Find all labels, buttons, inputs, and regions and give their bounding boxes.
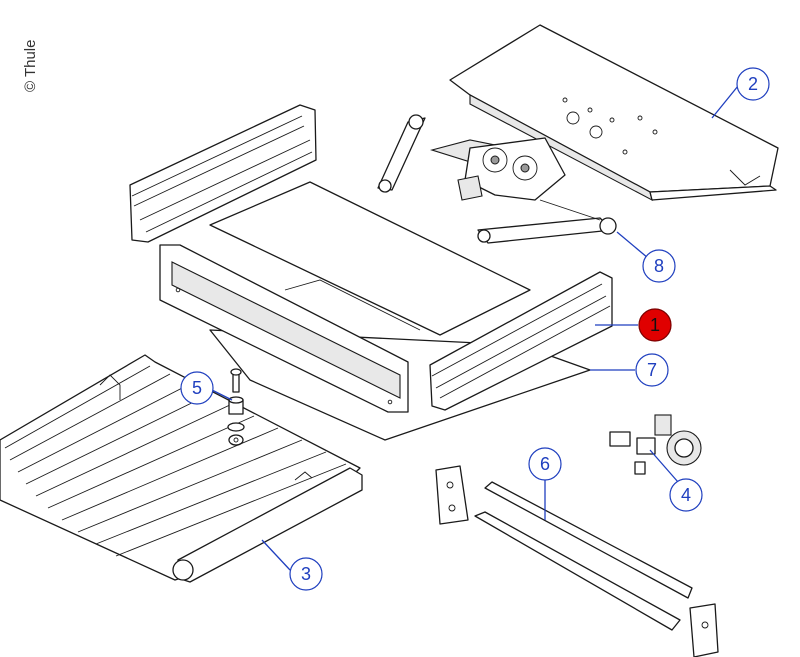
gear-kit <box>609 414 702 475</box>
callout-4: 4 <box>669 478 703 512</box>
drive-mechanism <box>377 114 617 244</box>
svg-text:3: 3 <box>301 564 311 584</box>
svg-text:6: 6 <box>540 454 550 474</box>
svg-text:4: 4 <box>681 485 691 505</box>
svg-text:1: 1 <box>650 315 660 335</box>
front-frame <box>159 244 409 413</box>
callout-8: 8 <box>642 249 676 283</box>
leader-line-3 <box>261 539 291 571</box>
callout-6: 6 <box>528 447 562 481</box>
callout-3: 3 <box>289 557 323 591</box>
callout-2: 2 <box>736 67 770 101</box>
leader-line-4 <box>649 449 679 483</box>
leader-line-2 <box>711 85 739 119</box>
svg-text:8: 8 <box>654 256 664 276</box>
fastener-set <box>227 368 245 446</box>
slide-rail <box>435 465 719 657</box>
callout-1: 1 <box>638 308 672 342</box>
leader-line-8 <box>616 231 649 259</box>
step-board <box>0 354 363 583</box>
callout-7: 7 <box>635 353 669 387</box>
svg-text:2: 2 <box>748 74 758 94</box>
slide-plate <box>209 181 531 336</box>
svg-text:7: 7 <box>647 360 657 380</box>
mounting-plate <box>449 24 779 202</box>
svg-text:5: 5 <box>192 378 202 398</box>
front-rail <box>429 271 613 411</box>
callout-5: 5 <box>180 371 214 405</box>
leader-line-5 <box>211 389 233 401</box>
rear-rail <box>129 104 317 243</box>
